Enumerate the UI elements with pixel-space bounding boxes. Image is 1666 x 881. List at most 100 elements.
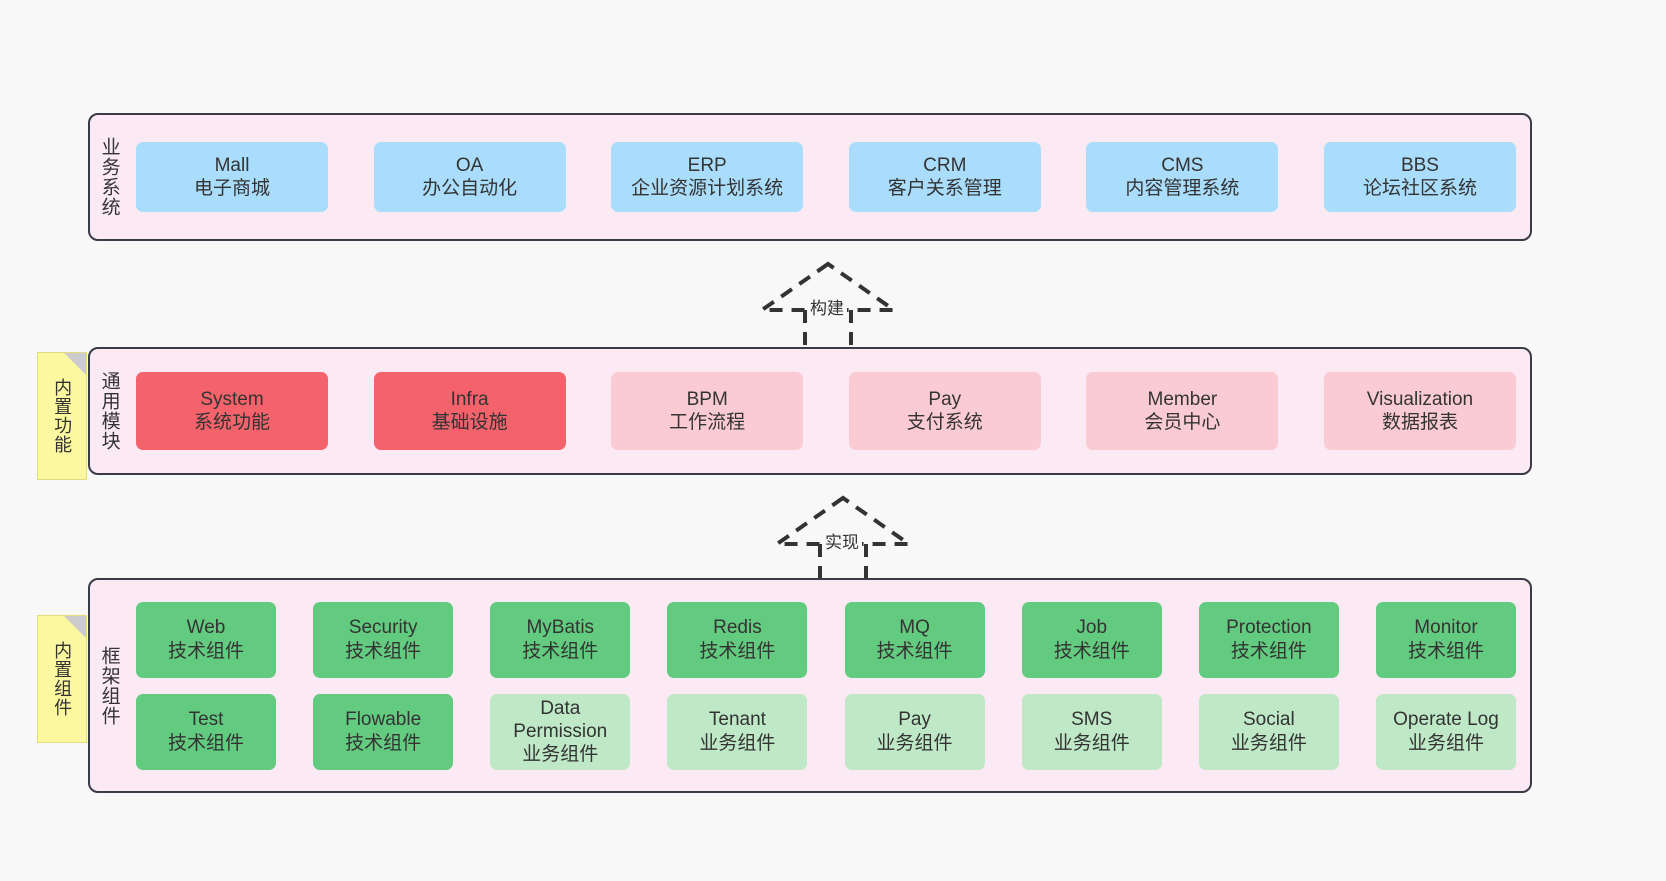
card-social[interactable]: Social 业务组件 [1198, 693, 1339, 770]
card-pay-module-cn: 支付系统 [906, 412, 983, 433]
layer-framework-components: 框架组件 Web 技术组件 Security 技术组件 MyBatis 技术组件… [88, 578, 1532, 793]
card-social-en: Social [1242, 709, 1295, 731]
card-redis-cn: 技术组件 [699, 640, 776, 662]
card-pay-component-en: Pay [898, 709, 931, 731]
connector-implement-label: 实现 [822, 528, 862, 553]
card-protection-cn: 技术组件 [1230, 640, 1307, 662]
card-tenant[interactable]: Tenant 业务组件 [667, 693, 808, 770]
card-erp-en: ERP [687, 154, 727, 176]
connector-build-label: 构建 [807, 294, 847, 319]
card-web-cn: 技术组件 [167, 640, 244, 662]
card-operate-log[interactable]: Operate Log 业务组件 [1375, 693, 1516, 770]
card-mall-en: Mall [214, 154, 250, 176]
card-cms[interactable]: CMS 内容管理系统 [1086, 142, 1279, 212]
card-pay-module-en: Pay [928, 388, 962, 410]
card-security-en: Security [348, 617, 418, 639]
card-bpm-en: BPM [686, 388, 728, 410]
layer-common-modules-body: System 系统功能 Infra 基础设施 BPM 工作流程 Pay 支付系统… [128, 349, 1530, 473]
card-bpm-cn: 工作流程 [669, 412, 746, 433]
layer-business-systems-title: 业务系统 [98, 137, 120, 217]
card-flowable[interactable]: Flowable 技术组件 [313, 693, 454, 770]
card-cms-cn: 内容管理系统 [1125, 178, 1240, 199]
card-crm-cn: 客户关系管理 [887, 178, 1002, 199]
card-job[interactable]: Job 技术组件 [1021, 601, 1162, 678]
card-protection[interactable]: Protection 技术组件 [1198, 601, 1339, 678]
connector-build-arrow [755, 261, 901, 350]
card-web-en: Web [186, 617, 226, 639]
card-sms-en: SMS [1071, 709, 1113, 731]
card-mq[interactable]: MQ 技术组件 [844, 601, 985, 678]
card-bbs-en: BBS [1400, 154, 1439, 176]
connector-build: 构建 [750, 258, 910, 350]
card-pay-component[interactable]: Pay 业务组件 [844, 693, 985, 770]
card-test[interactable]: Test 技术组件 [136, 693, 276, 770]
layer-framework-components-body: Web 技术组件 Security 技术组件 MyBatis 技术组件 Redi… [128, 580, 1530, 791]
card-data-permission[interactable]: Data Permission 业务组件 [490, 693, 631, 770]
card-pay-module[interactable]: Pay 支付系统 [848, 372, 1041, 450]
card-job-en: Job [1076, 617, 1108, 639]
card-operate-log-cn: 业务组件 [1407, 732, 1484, 754]
card-bbs-cn: 论坛社区系统 [1362, 178, 1477, 199]
card-system-en: System [200, 388, 264, 410]
card-system-cn: 系统功能 [193, 412, 270, 433]
card-test-en: Test [188, 709, 224, 731]
card-monitor-en: Monitor [1414, 617, 1478, 639]
card-infra-en: Infra [450, 388, 489, 410]
card-job-cn: 技术组件 [1053, 640, 1130, 662]
card-infra[interactable]: Infra 基础设施 [373, 372, 566, 450]
card-security-cn: 技术组件 [345, 640, 422, 662]
card-security[interactable]: Security 技术组件 [313, 601, 454, 678]
card-pay-component-cn: 业务组件 [876, 732, 953, 754]
note-fold-icon [64, 616, 86, 638]
card-mybatis-en: MyBatis [526, 617, 595, 639]
layer-business-systems: 业务系统 Mall 电子商城 OA 办公自动化 ERP 企业资源计划系统 CRM… [88, 113, 1532, 241]
card-oa-cn: 办公自动化 [422, 178, 518, 199]
card-visualization-cn: 数据报表 [1381, 412, 1458, 433]
card-bpm[interactable]: BPM 工作流程 [611, 372, 804, 450]
connector-implement: 实现 [765, 492, 925, 584]
card-redis[interactable]: Redis 技术组件 [667, 601, 808, 678]
card-oa[interactable]: OA 办公自动化 [373, 142, 566, 212]
card-tenant-en: Tenant [708, 709, 766, 731]
card-sms-cn: 业务组件 [1053, 732, 1130, 754]
card-member[interactable]: Member 会员中心 [1086, 372, 1279, 450]
card-mall-cn: 电子商城 [193, 178, 270, 199]
card-data-permission-cn: 业务组件 [522, 744, 599, 766]
note-builtin-components: 内置组件 [37, 615, 87, 743]
card-protection-en: Protection [1226, 617, 1312, 639]
card-mybatis[interactable]: MyBatis 技术组件 [490, 601, 631, 678]
card-flowable-cn: 技术组件 [345, 732, 422, 754]
layer-framework-components-title: 框架组件 [98, 645, 120, 726]
card-erp-cn: 企业资源计划系统 [631, 178, 784, 199]
connector-implement-arrow [770, 495, 916, 584]
note-fold-icon [64, 353, 86, 375]
card-test-cn: 技术组件 [167, 732, 244, 754]
card-sms[interactable]: SMS 业务组件 [1021, 693, 1162, 770]
layer-common-modules: 通用模块 System 系统功能 Infra 基础设施 BPM 工作流程 Pay… [88, 347, 1532, 475]
note-builtin-features: 内置功能 [37, 352, 87, 480]
card-erp[interactable]: ERP 企业资源计划系统 [611, 142, 804, 212]
card-monitor[interactable]: Monitor 技术组件 [1375, 601, 1516, 678]
card-mall[interactable]: Mall 电子商城 [136, 142, 328, 212]
layer-common-modules-title: 通用模块 [98, 371, 120, 451]
card-cms-en: CMS [1161, 154, 1204, 176]
card-monitor-cn: 技术组件 [1407, 640, 1484, 662]
card-oa-en: OA [455, 154, 484, 176]
card-web[interactable]: Web 技术组件 [136, 601, 276, 678]
card-data-permission-en: Data Permission [513, 697, 608, 742]
card-mq-cn: 技术组件 [876, 640, 953, 662]
card-crm-en: CRM [923, 154, 967, 176]
card-visualization[interactable]: Visualization 数据报表 [1323, 372, 1516, 450]
card-flowable-en: Flowable [345, 709, 422, 731]
card-social-cn: 业务组件 [1230, 732, 1307, 754]
card-crm[interactable]: CRM 客户关系管理 [848, 142, 1041, 212]
card-member-en: Member [1147, 388, 1218, 410]
framework-business-row: Test 技术组件 Flowable 技术组件 Data Permission … [136, 693, 1516, 770]
card-system[interactable]: System 系统功能 [136, 372, 328, 450]
note-builtin-features-label: 内置功能 [52, 378, 73, 454]
card-bbs[interactable]: BBS 论坛社区系统 [1323, 142, 1516, 212]
card-visualization-en: Visualization [1366, 388, 1474, 410]
card-redis-en: Redis [713, 617, 762, 639]
card-tenant-cn: 业务组件 [699, 732, 776, 754]
